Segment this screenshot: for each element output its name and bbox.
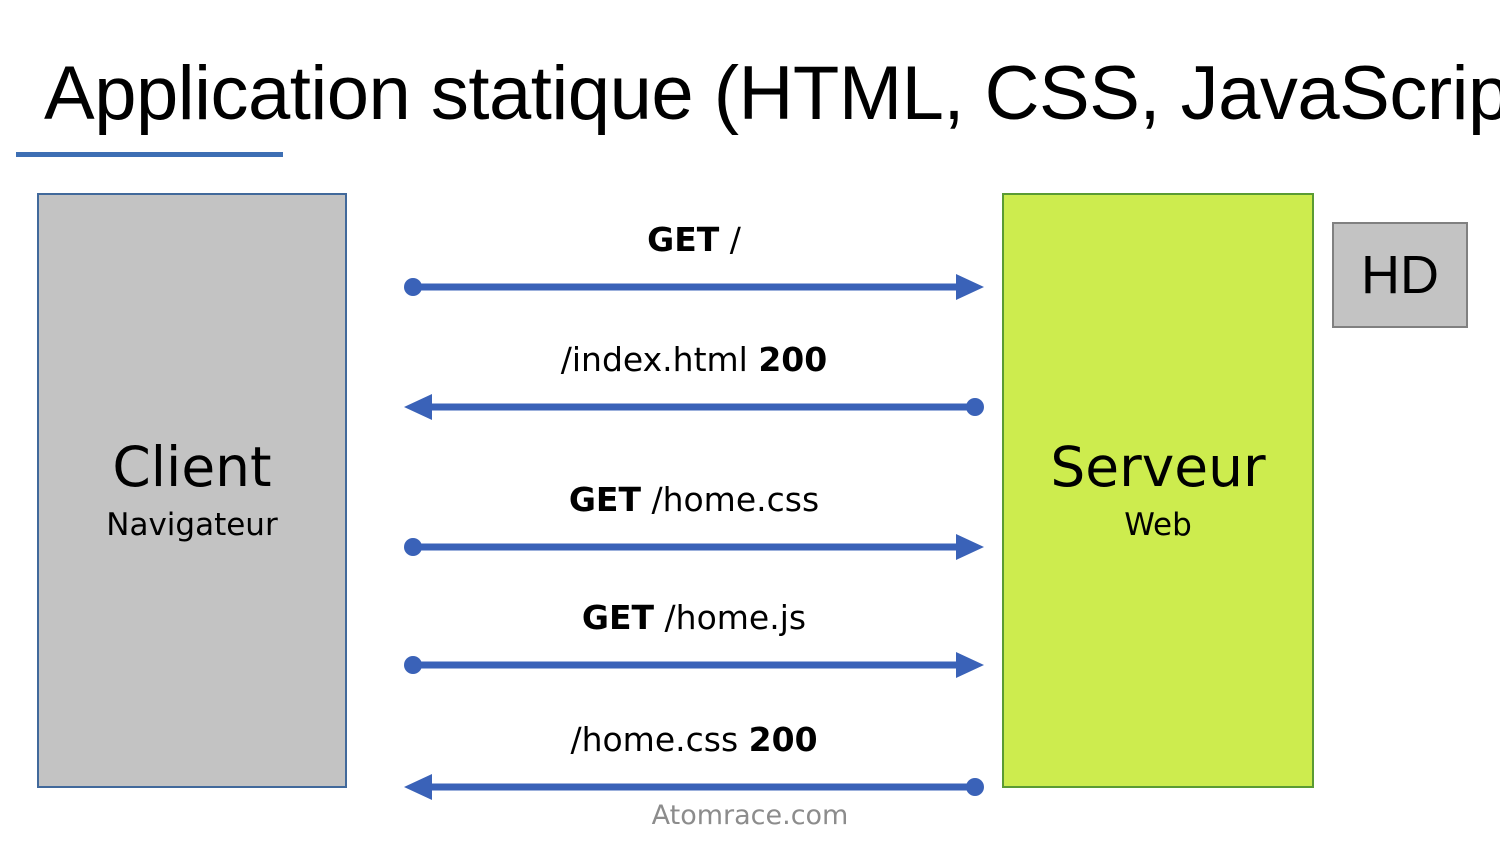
watermark-footer: Atomrace.com [651,800,849,831]
arrow-head [404,774,432,800]
client-subtitle: Navigateur [106,506,278,543]
server-title: Serveur [1050,434,1266,499]
arrow-origin-dot [404,538,422,556]
arrow-origin-dot [966,398,984,416]
client-title: Client [112,434,272,499]
message-row: /home.css 200 [404,718,984,830]
message-label: /index.html 200 [560,340,828,379]
message-label: /home.css 200 [570,720,818,759]
page-title: Application statique (HTML, CSS, JavaScr… [44,51,1500,136]
arrow-head [956,274,984,300]
arrow-client-to-server [404,534,984,560]
arrow-server-to-client [404,394,984,420]
arrow-head [956,534,984,560]
arrow-origin-dot [404,656,422,674]
arrow-head [404,394,432,420]
message-label: GET /home.css [568,480,820,519]
arrow-head [956,652,984,678]
message-row: GET /home.css [404,478,984,590]
arrow-client-to-server [404,652,984,678]
arrow-server-to-client [404,774,984,800]
message-label: GET / [647,220,741,259]
arrow-origin-dot [966,778,984,796]
hard-disk-box: HD [1332,222,1468,328]
server-subtitle: Web [1124,506,1192,543]
server-box: Serveur Web [1002,193,1314,788]
message-row: GET / [404,218,984,330]
hard-disk-label: HD [1361,245,1439,305]
arrow-client-to-server [404,274,984,300]
message-row: /index.html 200 [404,338,984,450]
arrow-origin-dot [404,278,422,296]
title-underline-accent [16,152,283,157]
message-label: GET /home.js [581,598,807,637]
message-row: GET /home.js [404,596,984,708]
client-box: Client Navigateur [37,193,347,788]
